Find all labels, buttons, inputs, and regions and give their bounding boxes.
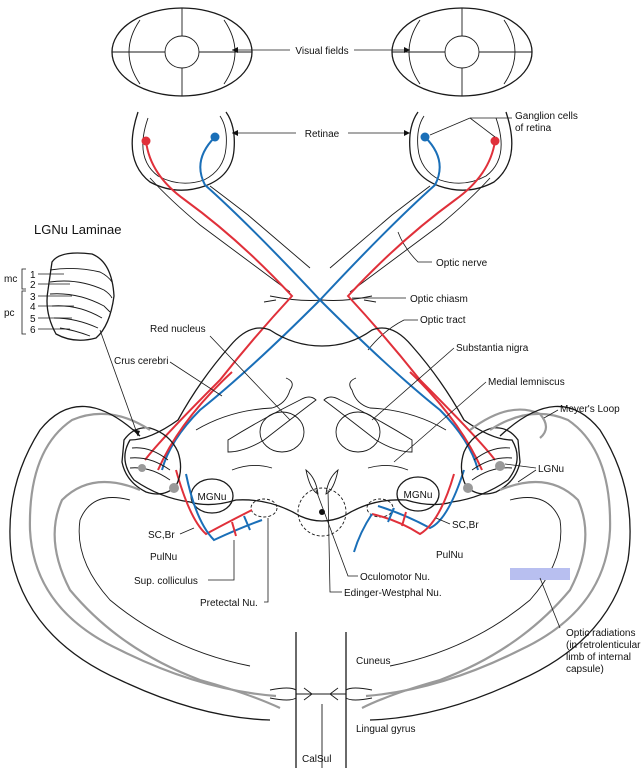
mgnu-right-label: MGNu [404, 490, 433, 501]
medial-lemniscus-label: Medial lemniscus [488, 377, 565, 388]
lamina-1-label: 1 [30, 270, 36, 281]
lingual-gyrus-label: Lingual gyrus [356, 724, 415, 735]
red-nucleus-right [335, 411, 381, 453]
calsul-label: CalSul [302, 754, 331, 765]
optic-tract-leader [367, 319, 418, 351]
lgnu-label: LGNu [538, 464, 564, 475]
optic-nerve-outline [149, 177, 491, 303]
pretectal-region-left [250, 498, 278, 518]
pulnu-left-label: PulNu [150, 552, 177, 563]
red-nucleus-left [259, 411, 305, 453]
sc-br-right-label: SC,Br [452, 520, 479, 531]
left-collicular-branches [175, 469, 263, 542]
lgnu-right [460, 427, 521, 495]
substantia-nigra-leader [371, 347, 455, 421]
sc-br-left-label: SC,Br [148, 530, 175, 541]
optic-nerve-label: Optic nerve [436, 258, 488, 269]
optic-nerve-leader [397, 231, 432, 263]
medial-lemniscus-leader [393, 381, 487, 463]
right-tract-red [409, 371, 483, 471]
meyers-loop-line [469, 408, 548, 439]
meyers-loop-label: Meyer's Loop [560, 404, 620, 415]
optic-tract-label: Optic tract [420, 315, 466, 326]
retinae-arrow [232, 130, 410, 136]
sup-colliculus-leader [208, 540, 235, 581]
optic-radiation-left [28, 412, 281, 709]
lgnu-mc-label: mc [4, 274, 17, 285]
optic-radiations-label-4: capsule) [566, 664, 604, 675]
optic-radiation-right [361, 412, 612, 709]
substantia-nigra-label: Substantia nigra [456, 343, 529, 354]
red-nucleus-leader [209, 335, 291, 421]
optic-radiations-leader [539, 577, 561, 629]
right-collicular-branches [353, 469, 465, 553]
lamina-2-label: 2 [30, 280, 36, 291]
retina-right [409, 111, 513, 191]
pretectal-nu-label: Pretectal Nu. [200, 598, 258, 609]
temporal-pathway-left [144, 140, 294, 461]
calcarine-midline [269, 632, 373, 768]
retinae-label: Retinae [305, 129, 340, 140]
optic-radiations-label-2: (in retrolenticular [566, 640, 641, 651]
edinger-westphal-label: Edinger-Westphal Nu. [344, 588, 442, 599]
optic-radiations-label-1: Optic radiations [566, 628, 635, 639]
visual-field-left [111, 7, 253, 97]
red-nucleus-label: Red nucleus [150, 324, 206, 335]
lgnu-laminae-title: LGNu Laminae [34, 222, 121, 237]
oculomotor-nucleus-right [325, 468, 339, 495]
lamina-4-label: 4 [30, 302, 36, 313]
pulnu-right-label: PulNu [436, 550, 463, 561]
lgnu-left [121, 427, 182, 495]
crus-cerebri-leader [169, 361, 223, 397]
lamina-3-label: 3 [30, 292, 36, 303]
periaqueductal-region [297, 487, 347, 537]
sup-colliculus-label: Sup. colliculus [134, 576, 198, 587]
visual-field-right [391, 7, 533, 97]
radiation-highlight-bar [510, 568, 570, 580]
lgnu-pc-label: pc [4, 308, 15, 319]
mgnu-right-outline [396, 476, 440, 512]
left-tract-red [157, 371, 233, 471]
lamina-6-label: 6 [30, 325, 36, 336]
cuneus-label: Cuneus [356, 656, 390, 667]
lgnu-laminae-inset [21, 252, 115, 341]
lgnu-leader [504, 463, 537, 483]
visual-fields-label: Visual fields [295, 46, 348, 57]
nasal-pathway-right-crossing [161, 136, 441, 471]
optic-radiations-label-3: limb of internal [566, 652, 631, 663]
laminae-to-lgnu-leader [99, 329, 139, 437]
lamina-5-label: 5 [30, 314, 36, 325]
hemisphere-contours [9, 405, 631, 721]
optic-chiasm-label: Optic chiasm [410, 294, 468, 305]
temporal-pathway-right [346, 140, 496, 461]
crus-cerebri-label: Crus cerebri [114, 356, 168, 367]
substantia-nigra-right [323, 396, 413, 453]
oculomotor-nucleus-left [305, 468, 319, 495]
ganglion-cells-label-1: Ganglion cells [515, 111, 578, 122]
visual-fields-arrow [232, 47, 410, 53]
oculomotor-nu-leader [315, 489, 358, 577]
mgnu-left-label: MGNu [198, 492, 227, 503]
oculomotor-nu-label: Oculomotor Nu. [360, 572, 430, 583]
ganglion-cells-leader [429, 117, 512, 138]
substantia-nigra-left [227, 396, 317, 453]
pretectal-nu-leader [264, 518, 269, 603]
ganglion-cells-label-2: of retina [515, 123, 552, 134]
edinger-westphal-leader [327, 489, 342, 593]
